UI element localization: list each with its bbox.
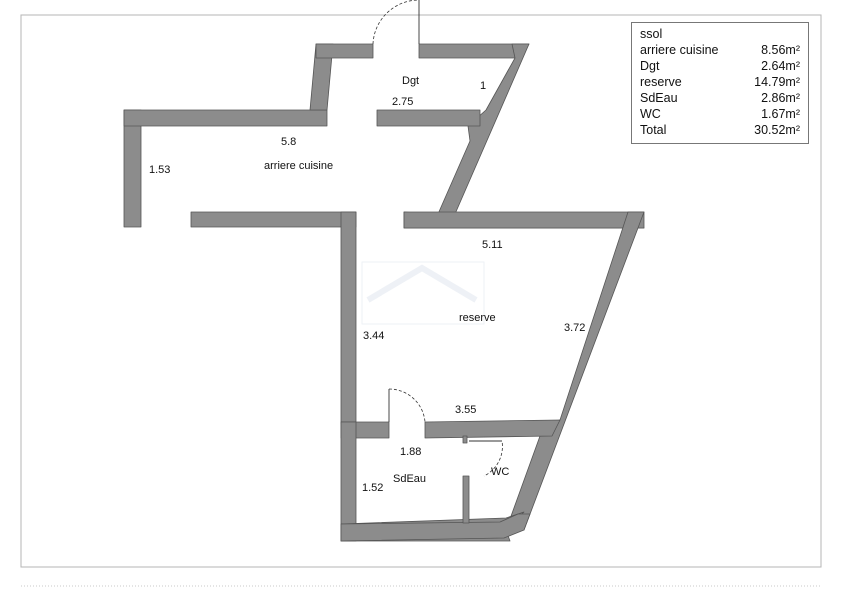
room-label-dgt: Dgt bbox=[402, 75, 419, 87]
legend-title: ssol bbox=[640, 27, 663, 41]
watermark-logo bbox=[361, 261, 485, 325]
legend-room-name: Dgt bbox=[640, 59, 660, 73]
wall-south-main bbox=[340, 513, 531, 542]
dimension-reserve-right: 3.72 bbox=[564, 322, 585, 334]
door-swing-sdeau bbox=[388, 388, 426, 423]
legend-room-area: 8.56m² bbox=[761, 43, 800, 57]
dimension-sdeau-height: 1.52 bbox=[362, 482, 383, 494]
door-swing-wc bbox=[469, 440, 503, 477]
wall-reserve-west bbox=[340, 211, 357, 425]
legend-room-name: arriere cuisine bbox=[640, 43, 719, 57]
legend-row: WC 1.67m² bbox=[640, 106, 800, 122]
wall-dgt-south bbox=[376, 109, 481, 127]
legend-room-area: 2.64m² bbox=[761, 59, 800, 73]
wall-arriere-west bbox=[123, 109, 142, 228]
room-label-reserve: reserve bbox=[459, 312, 496, 324]
dimension-sdeau-width: 1.88 bbox=[400, 446, 421, 458]
wall-reserve-south-right bbox=[424, 419, 561, 439]
legend-room-area: 14.79m² bbox=[754, 75, 800, 89]
dimension-arriere-height: 1.53 bbox=[149, 164, 170, 176]
dimension-reserve-left: 3.44 bbox=[363, 330, 384, 342]
legend-row-total: Total 30.52m² bbox=[640, 122, 800, 138]
room-label-sdeau: SdEau bbox=[393, 473, 426, 485]
dimension-reserve-top: 5.11 bbox=[482, 239, 503, 251]
legend-room-name: SdEau bbox=[640, 91, 678, 105]
room-label-arriere-cuisine: arriere cuisine bbox=[264, 160, 333, 172]
legend-total-label: Total bbox=[640, 123, 667, 137]
wall-partition-wc bbox=[462, 475, 470, 524]
legend-room-area: 1.67m² bbox=[761, 107, 800, 121]
legend-room-name: WC bbox=[640, 107, 661, 121]
wall-reserve-east bbox=[505, 211, 645, 531]
wall-arriere-north bbox=[123, 109, 328, 127]
dimension-dgt-width: 2.75 bbox=[392, 96, 413, 108]
door-swing-entrance bbox=[372, 0, 419, 45]
legend-row: SdEau 2.86m² bbox=[640, 90, 800, 106]
sheet-frame bbox=[20, 14, 822, 568]
wall-reserve-north-main bbox=[403, 211, 645, 229]
area-legend: ssol arriere cuisine 8.56m² Dgt 2.64m² r… bbox=[631, 22, 809, 144]
room-label-wc: WC bbox=[491, 466, 509, 478]
legend-row: arriere cuisine 8.56m² bbox=[640, 42, 800, 58]
wall-east-diagonal bbox=[437, 43, 530, 215]
wall-arriere-south-left bbox=[190, 211, 357, 228]
legend-row: Dgt 2.64m² bbox=[640, 58, 800, 74]
wall-dgt-north-left bbox=[315, 43, 374, 59]
legend-total-area: 30.52m² bbox=[754, 123, 800, 137]
legend-room-area: 2.86m² bbox=[761, 91, 800, 105]
legend-room-name: reserve bbox=[640, 75, 682, 89]
legend-row: reserve 14.79m² bbox=[640, 74, 800, 90]
dimension-reserve-bottom: 3.55 bbox=[455, 404, 476, 416]
wall-partition-wc-top bbox=[462, 435, 468, 444]
dimension-dgt-side: 1 bbox=[480, 80, 486, 92]
dimension-arriere-width: 5.8 bbox=[281, 136, 296, 148]
